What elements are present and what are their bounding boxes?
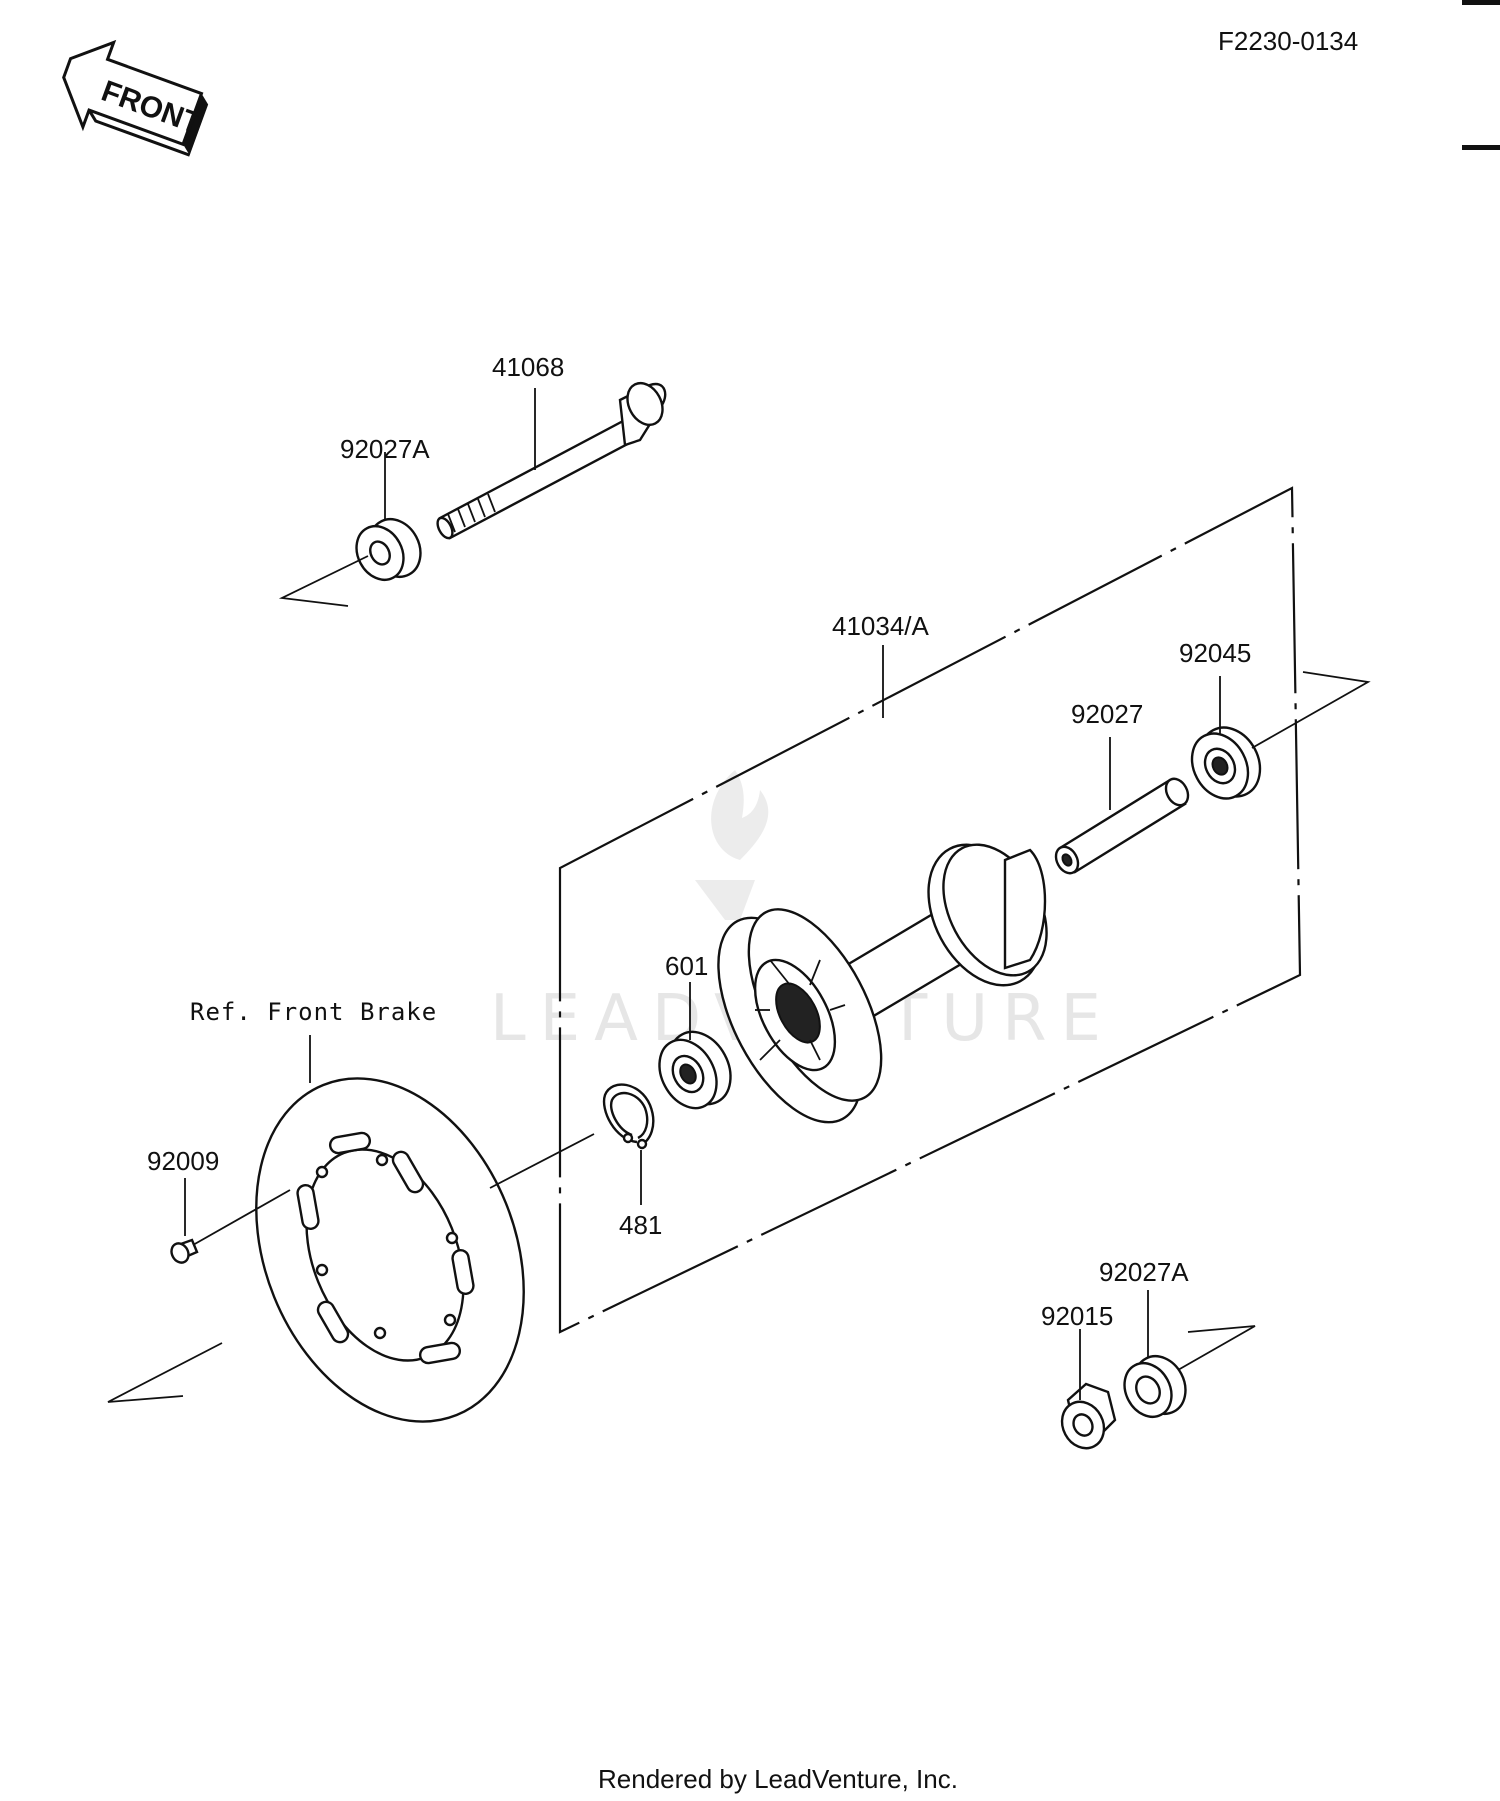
label-bearing-left: 601 xyxy=(665,951,708,981)
label-collar-lower: 92027A xyxy=(1099,1257,1189,1287)
centerline-upper-right xyxy=(1251,671,1371,749)
centerline-lower-right xyxy=(1177,1325,1256,1371)
reference-note: Ref. Front Brake xyxy=(190,998,437,1026)
spacer-92027 xyxy=(1054,777,1190,875)
centerline-lower-left xyxy=(107,1342,223,1403)
label-bearing-right: 92045 xyxy=(1179,638,1251,668)
page-edge-marks xyxy=(1462,0,1500,150)
axle-41068 xyxy=(436,381,667,540)
hub-assembly-outline xyxy=(558,486,1302,1334)
label-axle-nut: 92015 xyxy=(1041,1301,1113,1331)
label-bolt: 92009 xyxy=(147,1146,219,1176)
brake-disc xyxy=(255,1077,525,1423)
centerline-upper-left xyxy=(278,555,369,607)
bearing-92045 xyxy=(1190,726,1262,800)
bearing-601 xyxy=(658,1030,732,1110)
footer-credit: Rendered by LeadVenture, Inc. xyxy=(598,1764,958,1794)
collar-92027a-upper xyxy=(355,518,422,581)
label-circlip: 481 xyxy=(619,1210,662,1240)
label-spacer: 92027 xyxy=(1071,699,1143,729)
collar-92027a-lower xyxy=(1123,1355,1187,1418)
label-hub: 41034/A xyxy=(832,611,930,641)
hub-41034a xyxy=(717,843,1048,1124)
front-arrow-icon: FRONT xyxy=(62,39,209,157)
label-axle: 41068 xyxy=(492,352,564,382)
label-collar-upper: 92027A xyxy=(340,434,430,464)
diagram-id: F2230-0134 xyxy=(1218,26,1358,56)
circlip-481 xyxy=(602,1083,655,1150)
bolt-92009 xyxy=(170,1189,291,1264)
axle-nut-92015 xyxy=(1060,1382,1117,1450)
centerline-disc-hub xyxy=(489,1133,595,1189)
